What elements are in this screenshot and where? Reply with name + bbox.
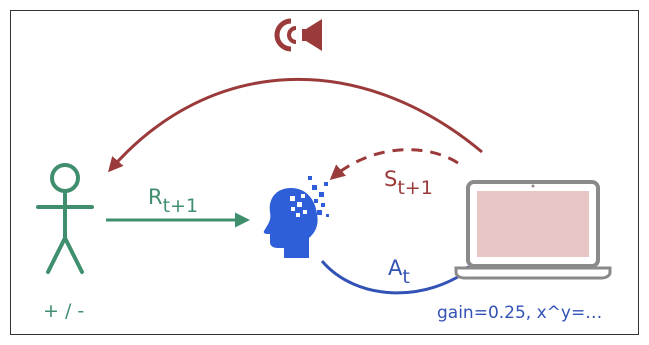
state-label-sub: t+1: [397, 177, 433, 199]
state-arrow: [329, 148, 459, 180]
human-feedback-label: + / -: [43, 300, 85, 322]
person-icon: [36, 163, 94, 274]
speaker-icon: [274, 18, 322, 52]
diagram-frame: [10, 10, 639, 335]
state-label: St+1: [384, 167, 433, 198]
laptop-caption: gain=0.25, x^y=…: [437, 303, 603, 323]
action-label: At: [388, 256, 410, 287]
state-label-main: S: [384, 167, 398, 191]
brain-head-icon: [263, 176, 329, 258]
laptop-icon: [454, 180, 612, 280]
action-label-main: A: [388, 256, 403, 280]
reward-label: Rt+1: [148, 185, 198, 216]
action-arrow: [320, 260, 477, 295]
reward-label-main: R: [148, 185, 163, 209]
sound-feedback-arrow: [108, 78, 483, 173]
action-label-sub: t: [402, 266, 410, 288]
reward-label-sub: t+1: [162, 195, 199, 217]
